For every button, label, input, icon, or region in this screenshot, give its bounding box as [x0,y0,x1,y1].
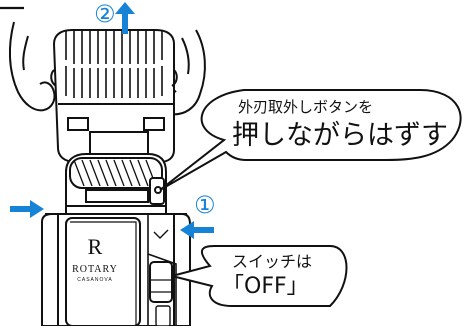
brand-name: ROTARY [72,264,118,275]
model-name: CASANOVA [77,277,112,283]
shaver-head [65,153,167,217]
step-one-label: ① [194,191,216,219]
callout-bubble-switch [171,245,348,307]
left-hand [8,21,56,112]
callout-bubble-release [159,89,462,191]
left-press-arrow [10,200,44,218]
release-callout-line1: 外刃取外しボタンを [238,98,374,116]
right-press-arrow [180,221,214,239]
switch-callout-line1: スイッチは [232,252,313,271]
step-two-label: ② [94,0,116,28]
brand-marks: R ROTARY CASANOVA [72,234,118,283]
logo-letter: R [88,234,103,259]
switch-callout-line2: 「OFF」 [222,274,309,299]
comb-attachment [50,29,178,163]
up-arrow [115,2,135,34]
release-callout-line2: 押しながらはずす [232,120,448,151]
